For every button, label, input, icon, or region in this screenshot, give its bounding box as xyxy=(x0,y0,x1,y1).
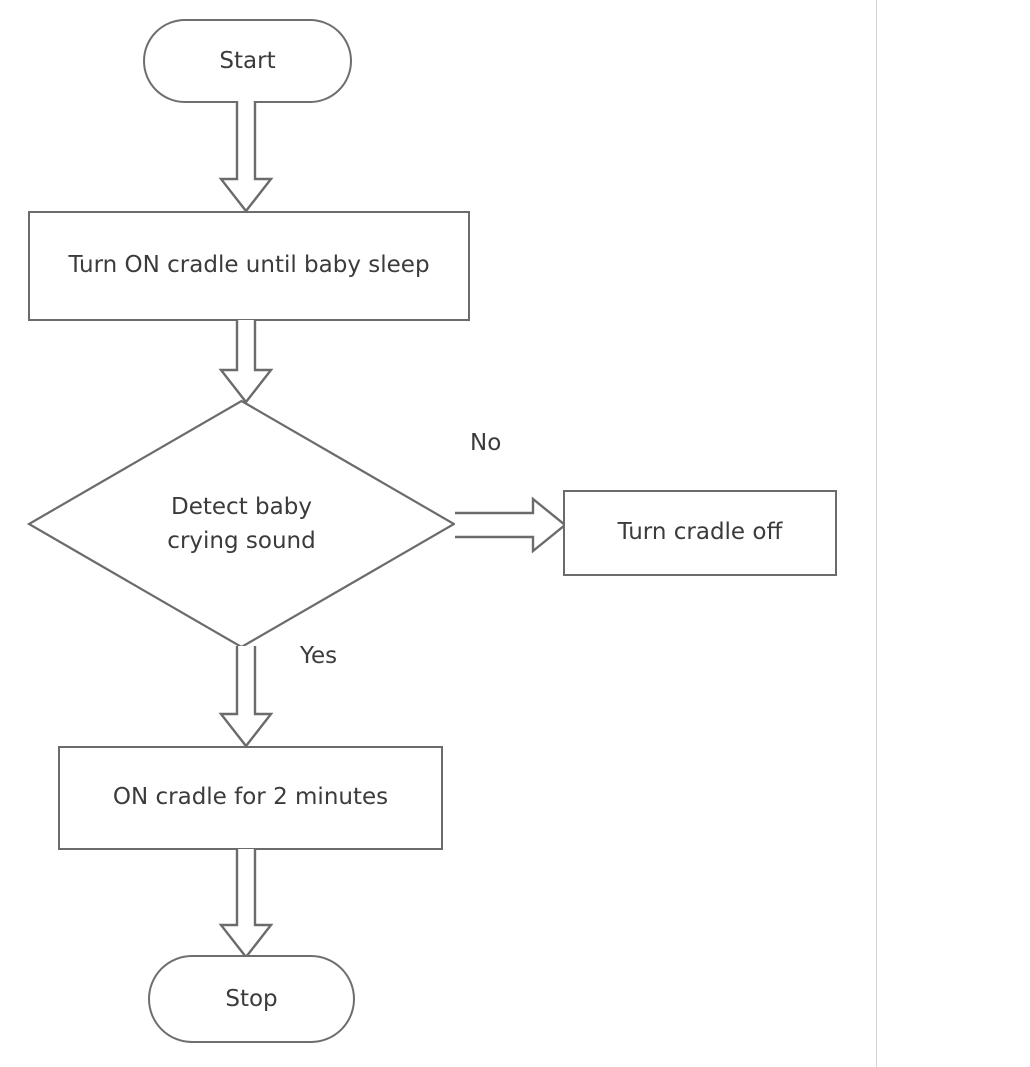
edge-label-yes: Yes xyxy=(300,643,338,669)
node-turn-on-cradle[interactable]: Turn ON cradle until baby sleep xyxy=(28,211,470,321)
node-turn-on-cradle-label: Turn ON cradle until baby sleep xyxy=(68,252,430,279)
edge-label-no: No xyxy=(470,430,502,456)
node-start-label: Start xyxy=(219,48,276,74)
arrow-on-two-minutes-to-stop xyxy=(215,849,277,959)
node-on-cradle-two-minutes[interactable]: ON cradle for 2 minutes xyxy=(58,746,443,850)
arrow-decision-to-on-two-minutes xyxy=(215,646,277,748)
node-turn-cradle-off[interactable]: Turn cradle off xyxy=(563,490,837,576)
page-divider-rule xyxy=(876,0,877,1067)
node-detect-crying-decision[interactable]: Detect baby crying sound xyxy=(26,399,457,649)
arrow-turn-on-to-decision xyxy=(215,320,277,404)
node-on-cradle-two-minutes-label: ON cradle for 2 minutes xyxy=(112,784,389,811)
arrow-decision-to-cradle-off xyxy=(455,496,567,556)
node-stop-label: Stop xyxy=(225,986,278,1012)
node-start[interactable]: Start xyxy=(143,19,352,103)
arrow-start-to-turn-on xyxy=(215,101,277,213)
node-stop[interactable]: Stop xyxy=(148,955,355,1043)
node-turn-cradle-off-label: Turn cradle off xyxy=(617,519,783,546)
